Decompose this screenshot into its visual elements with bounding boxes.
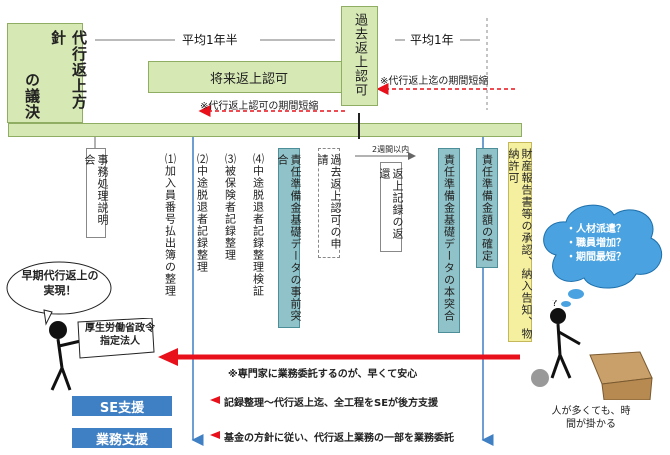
past-approval-box: 過去返上認可 [341, 6, 378, 106]
speech-text: 早期代行返上の実現！ [21, 269, 99, 297]
timeline-bar [8, 123, 522, 137]
two-weeks-label: 2週間以内 [372, 145, 410, 154]
column-financial-report: 財産報告書等の承認、納入告知、物納許可 [507, 142, 533, 342]
timeline-marker [358, 113, 360, 139]
column-reserve-pre-check: 責任準備金基礎データの事前突合 [276, 148, 302, 328]
column-withdrawal-record: ⑵中途脱退者記録整理 [195, 153, 209, 273]
se-support-text: 記録整理～代行返上迄、全工程をSEが後方支援 [224, 398, 439, 409]
se-support-label: SE支援 [72, 396, 172, 416]
policy-decision-box: 代行返上方針 の議決 [7, 23, 88, 123]
column-briefing: 事務処理説明会 [83, 148, 109, 238]
cloud-text: ・人材派遣？ ・職員増加？ ・期間最短？ [566, 224, 626, 263]
column-reserve-main-check: 責任準備金基礎データの本突合 [438, 148, 460, 333]
column-record-return: 返上記録の返還 [378, 162, 404, 252]
future-approval-box: 将来返上認可 [148, 61, 350, 93]
person-figure [49, 318, 155, 391]
column-number-ledger: ⑴加入員番号払出簿の整理 [163, 153, 177, 297]
avg-1-year-label: 平均1年 [410, 33, 454, 47]
column-past-approval-apply: 過去返上認可の申請 [316, 148, 342, 258]
avg-1-5-year-label: 平均1年半 [182, 33, 238, 47]
policy-sub-text: の議決 [23, 72, 41, 120]
policy-text: 代行返上方針 [49, 30, 88, 110]
approval-shorten-note: ※代行返上認可の期間短縮 [200, 101, 319, 112]
org-label: 厚生労働省政令指定法人 [85, 323, 155, 347]
business-support-label: 業務支援 [72, 428, 172, 448]
column-withdrawal-verify: ⑷中途脱退者記録整理検証 [251, 153, 265, 297]
thought-cloud [543, 204, 663, 307]
right-caption: 人が多くても、時間が掛かる [551, 406, 631, 430]
arrow-note: ※専門家に業務委託するのが、早くて安心 [228, 369, 418, 380]
past-shorten-note: ※代行返上迄の期間短縮 [380, 76, 489, 87]
column-reserve-finalize: 責任準備金額の確定 [476, 148, 498, 268]
column-insured-record: ⑶被保険者記録整理 [223, 153, 237, 261]
business-support-text: 基金の方針に従い、代行返上業務の一部を業務委託 [224, 433, 454, 444]
speech-bubble [6, 261, 112, 326]
worried-person: ? [531, 300, 653, 400]
svg-text:?: ? [552, 300, 557, 309]
